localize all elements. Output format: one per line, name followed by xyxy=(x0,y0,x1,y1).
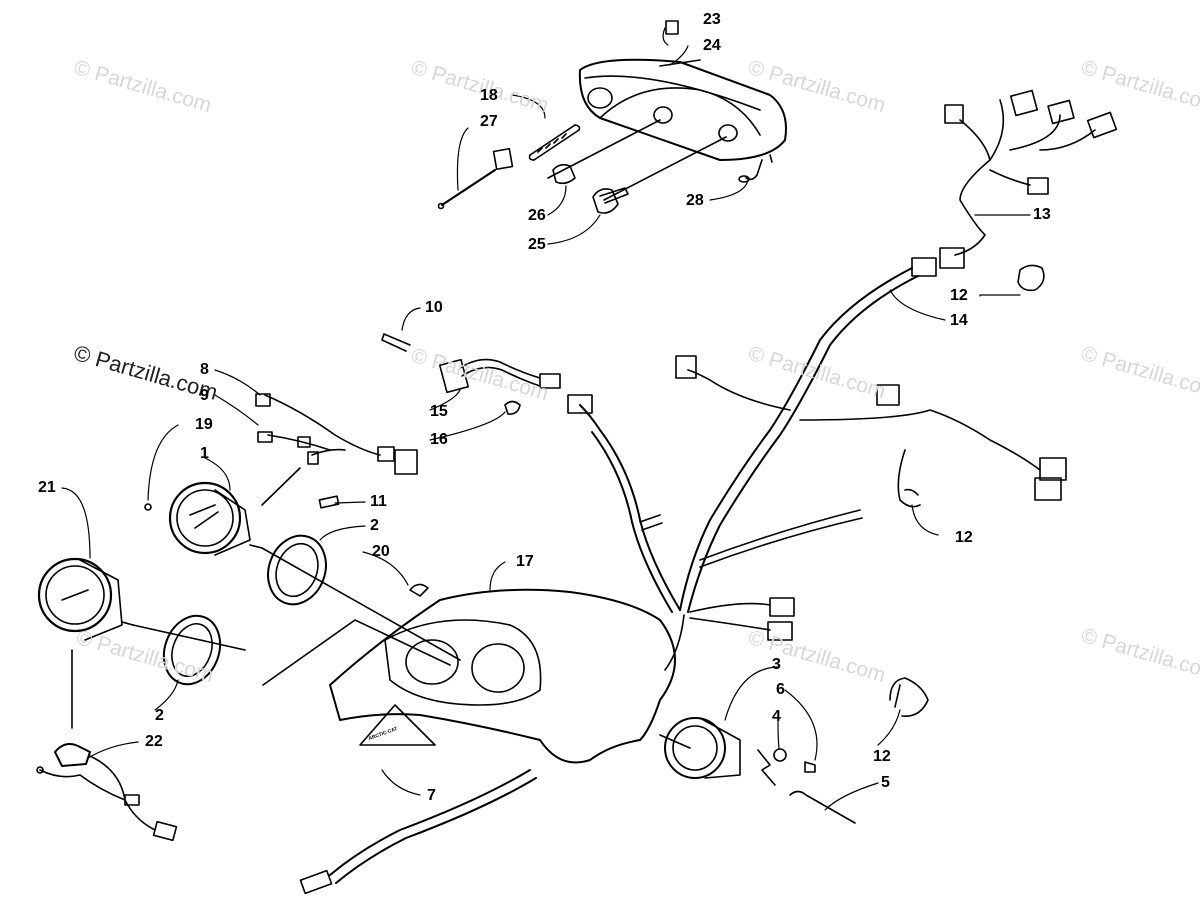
callout-12: 12 xyxy=(955,529,973,546)
callout-16: 16 xyxy=(430,431,448,448)
callout-12: 12 xyxy=(950,287,968,304)
callout-24: 24 xyxy=(703,37,721,54)
callout-5: 5 xyxy=(881,774,890,791)
lower-harness xyxy=(299,769,537,895)
callout-14: 14 xyxy=(950,312,968,329)
callout-26: 26 xyxy=(528,207,546,224)
dash-console xyxy=(329,583,676,764)
callout-6: 6 xyxy=(776,681,785,698)
callout-15: 15 xyxy=(430,403,448,420)
callout-4: 4 xyxy=(772,708,781,725)
callout-28: 28 xyxy=(686,192,704,209)
temperature-gauge xyxy=(659,717,856,824)
callout-2: 2 xyxy=(155,707,164,724)
indicator-light xyxy=(36,649,178,842)
speedometer-gauge xyxy=(37,557,134,641)
callout-13: 13 xyxy=(1033,206,1051,223)
headlight-bulbs xyxy=(552,159,763,214)
callout-11: 11 xyxy=(370,493,387,510)
callout-20: 20 xyxy=(372,543,390,560)
callout-1: 1 xyxy=(200,445,209,462)
leader-lines xyxy=(61,27,1031,811)
bezel-rings xyxy=(162,534,327,686)
callout-9: 9 xyxy=(200,387,209,404)
callout-22: 22 xyxy=(145,733,163,750)
callout-17: 17 xyxy=(516,553,534,570)
tachometer-gauge xyxy=(144,481,263,556)
callout-10: 10 xyxy=(425,299,443,316)
mounting-bracket xyxy=(381,333,561,415)
callout-18: 18 xyxy=(480,87,498,104)
callout-25: 25 xyxy=(528,236,546,253)
callout-8: 8 xyxy=(200,361,209,378)
alignment-lines xyxy=(132,547,461,686)
callout-23: 23 xyxy=(703,11,721,28)
callout-19: 19 xyxy=(195,416,213,433)
callout-3: 3 xyxy=(772,656,781,673)
callout-2: 2 xyxy=(370,517,379,534)
callout-7: 7 xyxy=(427,787,436,804)
callout-21: 21 xyxy=(38,479,56,496)
callout-27: 27 xyxy=(480,113,498,130)
main-wiring-harness xyxy=(567,89,1118,671)
cable-clamps xyxy=(889,264,1045,717)
adjuster-spring xyxy=(437,119,727,210)
headlight-assembly xyxy=(578,20,787,163)
gauge-wire-harness xyxy=(255,393,418,509)
callout-12: 12 xyxy=(873,748,891,765)
